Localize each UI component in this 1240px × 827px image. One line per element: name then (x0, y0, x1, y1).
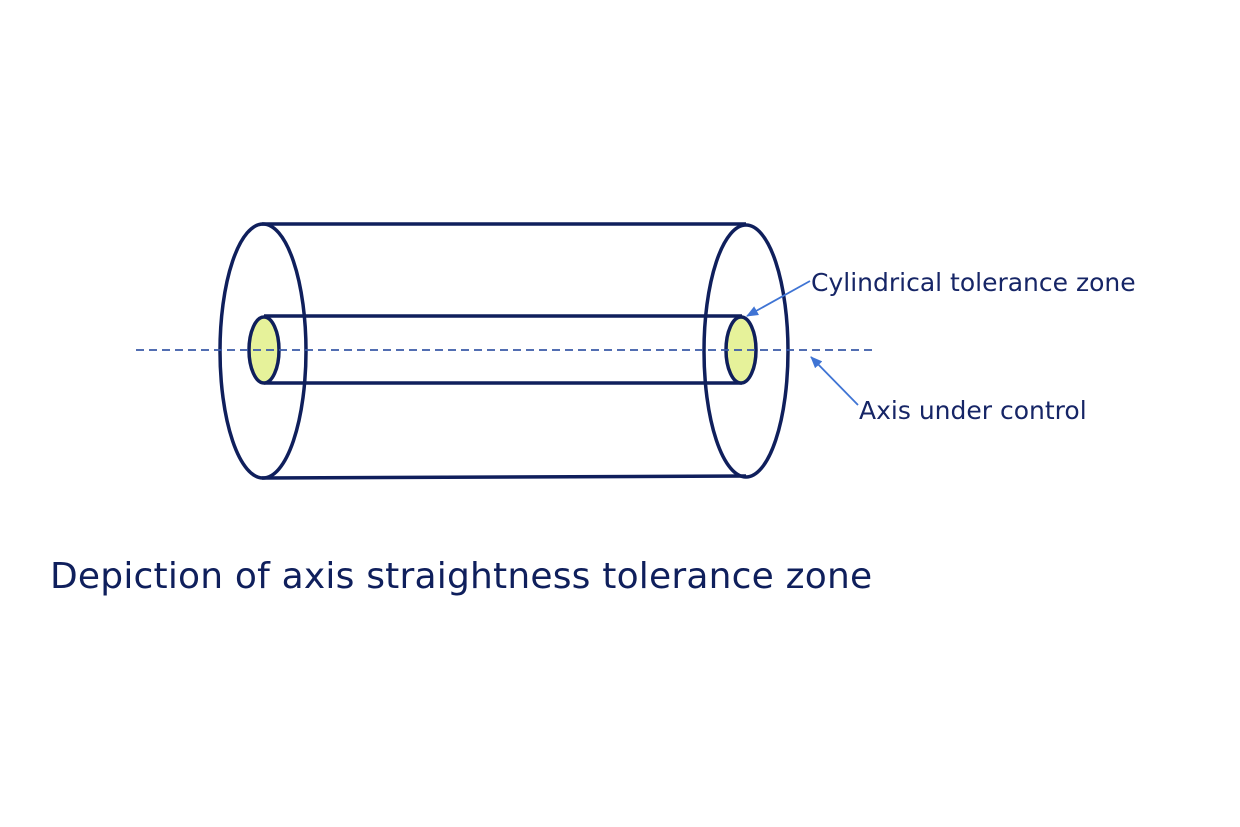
axis-leader-arrow (810, 356, 859, 406)
tolerance-zone-leader-arrow (746, 280, 811, 317)
axis-label: Axis under control (859, 396, 1087, 425)
outer-cylinder (218, 222, 790, 480)
diagram-caption: Depiction of axis straightness tolerance… (50, 556, 873, 597)
tolerance-zone-label: Cylindrical tolerance zone (811, 268, 1136, 297)
outer-cylinder-right-end (702, 223, 790, 479)
outer-cylinder-bottom-edge (261, 474, 747, 480)
outer-cylinder-left-end (218, 222, 308, 480)
